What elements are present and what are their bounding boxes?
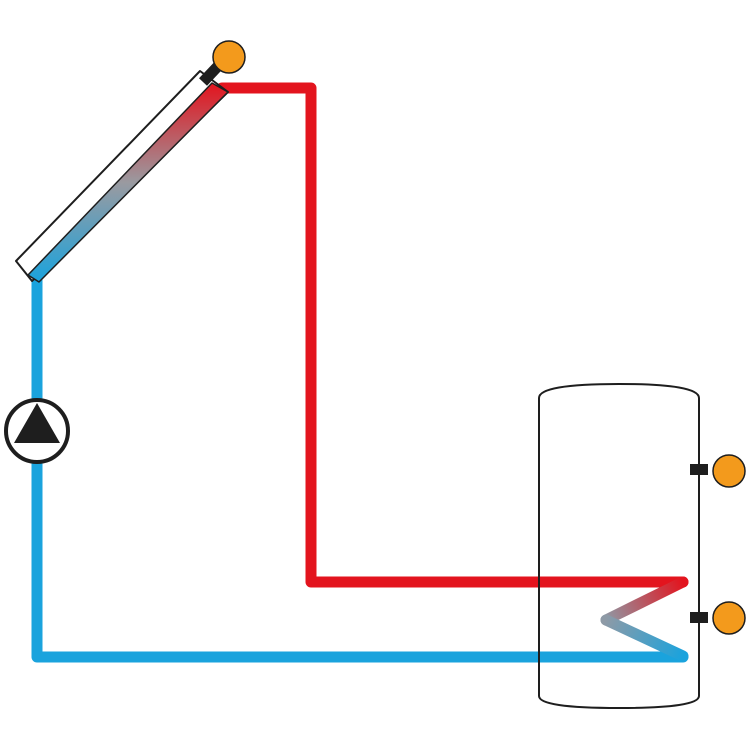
heat-exchanger-coil: [600, 576, 689, 662]
circulation-pump-icon: [4, 398, 70, 464]
storage-tank-icon: [538, 382, 700, 710]
return-pipe: [31, 274, 689, 663]
flow-pipe: [216, 82, 689, 588]
tank-upper-sensor-icon: [690, 454, 746, 488]
collector-sensor-icon: [199, 40, 246, 86]
tank-lower-sensor-icon: [690, 601, 746, 635]
solar-collector-icon: [15, 70, 229, 283]
